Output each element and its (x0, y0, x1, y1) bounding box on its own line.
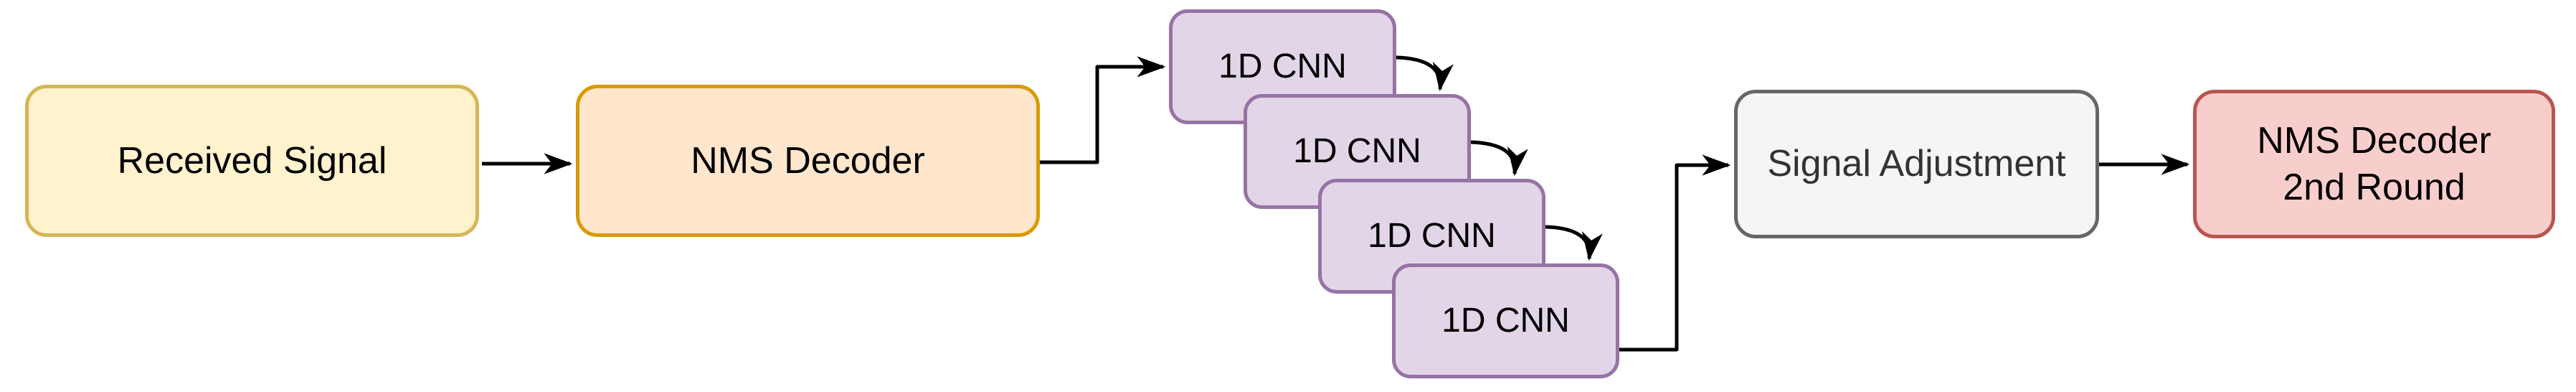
node-signal-adjustment: Signal Adjustment (1734, 90, 2099, 238)
node-received-signal: Received Signal (25, 85, 479, 237)
node-label-received-signal: Received Signal (117, 139, 387, 182)
node-label-1d-cnn-1: 1D CNN (1218, 47, 1347, 85)
node-label-nms-decoder-2nd-round: NMS Decoder 2nd Round (2257, 119, 2491, 208)
node-1d-cnn-4: 1D CNN (1392, 263, 1619, 378)
node-label-signal-adjustment: Signal Adjustment (1767, 143, 2066, 185)
node-label-1d-cnn-4: 1D CNN (1441, 302, 1570, 340)
node-nms-decoder: NMS Decoder (576, 85, 1040, 237)
node-nms-decoder-2nd-round: NMS Decoder 2nd Round (2193, 90, 2555, 238)
node-label-nms-decoder: NMS Decoder (691, 139, 925, 182)
node-label-1d-cnn-2: 1D CNN (1293, 132, 1421, 170)
node-label-1d-cnn-3: 1D CNN (1368, 217, 1496, 255)
